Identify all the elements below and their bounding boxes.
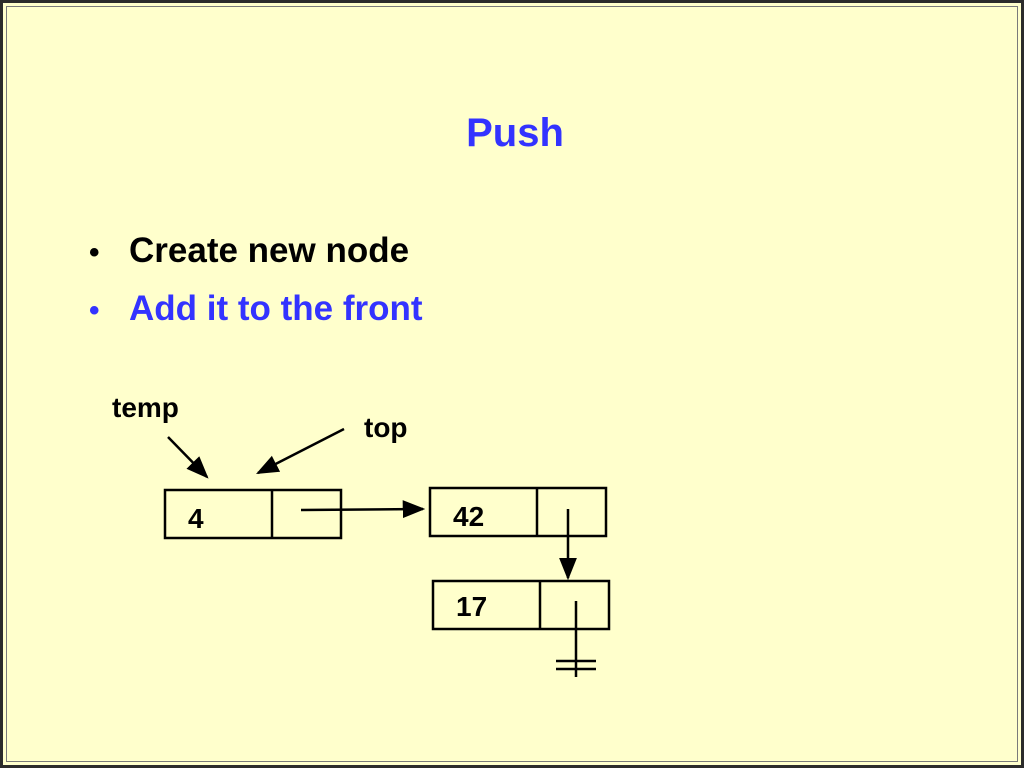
node-value: 4 bbox=[188, 503, 204, 534]
bullet-text: Create new node bbox=[129, 231, 410, 270]
bullet-list: • Create new node • Add it to the front bbox=[89, 231, 423, 347]
top-pointer-label: top bbox=[364, 412, 408, 443]
slide-title: Push bbox=[466, 111, 564, 155]
top-pointer-arrow bbox=[255, 427, 345, 475]
bullet-icon: • bbox=[89, 294, 100, 327]
node-box bbox=[428, 486, 608, 538]
node-box bbox=[431, 579, 611, 631]
node-box bbox=[163, 488, 343, 540]
node-42: 42 bbox=[428, 486, 608, 538]
node-value: 17 bbox=[456, 591, 487, 622]
node-17: 17 bbox=[431, 579, 611, 631]
bullet-text: Add it to the front bbox=[129, 289, 423, 328]
bullet-item: • Add it to the front bbox=[89, 289, 423, 347]
node-value: 42 bbox=[453, 501, 484, 532]
link-arrow-4-to-42 bbox=[300, 500, 426, 519]
slide-inner-border bbox=[6, 6, 1018, 762]
null-terminator-icon bbox=[556, 601, 596, 677]
bullet-item: • Create new node bbox=[89, 231, 423, 289]
temp-pointer-label: temp bbox=[112, 392, 179, 423]
bullet-icon: • bbox=[89, 236, 100, 269]
linked-list-diagram: temp top 4 42 17 bbox=[112, 392, 611, 677]
temp-pointer-arrow bbox=[167, 436, 209, 479]
node-4: 4 bbox=[163, 488, 343, 540]
